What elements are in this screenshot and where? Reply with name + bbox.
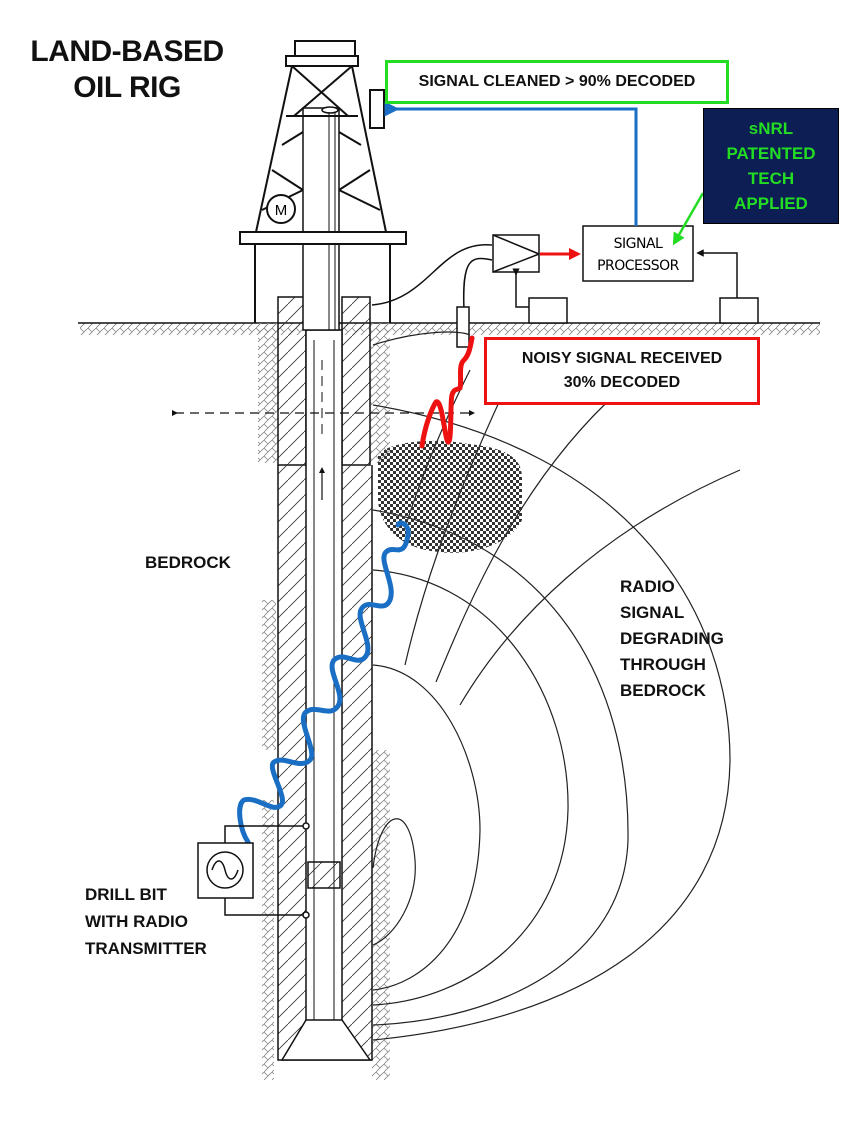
amplifier xyxy=(492,234,568,324)
signal-processor: SIGNAL PROCESSOR xyxy=(582,225,759,324)
radio-line-3: DEGRADING xyxy=(620,629,724,648)
signal-processor-line2: PROCESSOR xyxy=(597,258,680,274)
snrl-line-4: APPLIED xyxy=(734,194,808,213)
derrick xyxy=(239,40,407,323)
title-line-1: LAND-BASED xyxy=(30,35,224,68)
radio-transmitter xyxy=(197,822,310,919)
radio-line-1: RADIO xyxy=(620,577,675,596)
signal-cleaned-text: SIGNAL CLEANED > 90% DECODED xyxy=(418,73,696,90)
well-casing xyxy=(277,296,373,1061)
snrl-line-1: sNRL xyxy=(748,119,794,138)
clean-signal-arrow xyxy=(384,101,638,226)
surface-cables xyxy=(371,244,493,348)
drill-pipe xyxy=(302,106,340,331)
drill-line-1: DRILL BIT xyxy=(85,885,167,904)
radio-degrading-label: RADIO SIGNAL DEGRADING THROUGH BEDROCK xyxy=(620,574,724,704)
snrl-line-2: PATENTED xyxy=(726,144,816,163)
noise-cloud xyxy=(378,440,522,553)
noisy-signal-line-2: 30% DECODED xyxy=(563,374,681,391)
drill-line-2: WITH RADIO xyxy=(85,912,188,931)
motor: M xyxy=(266,194,296,224)
transmitter-wave xyxy=(237,520,411,845)
title-line-2: OIL RIG xyxy=(73,71,181,104)
bedrock-label: BEDROCK xyxy=(145,553,231,572)
snrl-callout: sNRL PATENTED TECH APPLIED xyxy=(703,108,839,224)
drill-bit-label: DRILL BIT WITH RADIO TRANSMITTER xyxy=(85,881,207,962)
signal-cleaned-callout: SIGNAL CLEANED > 90% DECODED xyxy=(385,60,729,104)
radio-line-5: BEDROCK xyxy=(620,681,706,700)
snrl-pointer-arrow xyxy=(672,192,705,246)
noisy-signal-line-1: NOISY SIGNAL RECEIVED xyxy=(521,350,723,367)
drill-line-3: TRANSMITTER xyxy=(85,939,207,958)
radio-line-2: SIGNAL xyxy=(620,603,685,622)
diagram-title: LAND-BASED OIL RIG xyxy=(22,34,232,106)
motor-label: M xyxy=(275,202,288,219)
snrl-line-3: TECH xyxy=(747,169,795,188)
noisy-signal-callout: NOISY SIGNAL RECEIVED 30% DECODED xyxy=(484,337,760,405)
noisy-wave xyxy=(419,335,475,449)
radio-line-4: THROUGH xyxy=(620,655,706,674)
signal-processor-line1: SIGNAL xyxy=(614,236,663,252)
ground-surface xyxy=(78,322,820,335)
borehole-walls xyxy=(258,323,390,1080)
